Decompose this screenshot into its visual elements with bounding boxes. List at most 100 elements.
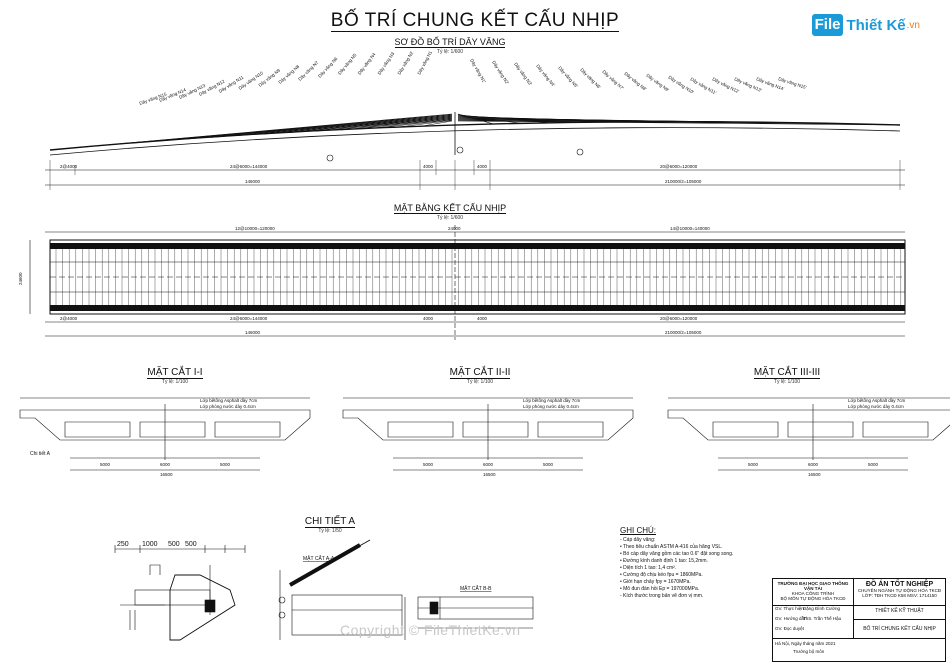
- detail-sub-aa: MẶT CẮT A-A: [303, 554, 335, 562]
- plan-dim-label: 12@10000=120000: [235, 226, 275, 231]
- plan-width-label: 24600: [18, 272, 23, 285]
- dim-label: 4000: [423, 164, 434, 169]
- notes-line: • Giới hạn chảy fpy = 1670MPa.: [620, 579, 691, 585]
- section-note: Lớp bêtông Asphalt dày 7cm: [848, 398, 905, 403]
- callout-detail-a: Chi tiết A: [30, 451, 51, 457]
- logo-tld: .vn: [906, 19, 920, 31]
- drawing-name: BỐ TRÍ CHUNG KẾT CẤU NHỊP: [854, 620, 945, 639]
- notes-line: • Đường kính danh định 1 tao: 15,2mm.: [620, 558, 708, 564]
- design-label: THIẾT KẾ KỸ THUẬT: [854, 604, 945, 620]
- logo-mark: File: [811, 14, 844, 36]
- plan-dim-label: 146000: [245, 330, 261, 335]
- cable-label: Dây văng N1: [416, 50, 433, 76]
- section-note: Lớp bêtông Asphalt dày 7cm: [523, 398, 580, 403]
- cable-label: Dây văng N4: [357, 51, 377, 75]
- section-1-title: MẶT CẮT I-I: [147, 367, 203, 379]
- role-label: GV. Đọc duyệt: [775, 626, 804, 631]
- section-dim: 5000: [868, 462, 879, 467]
- cable-line: [457, 120, 901, 126]
- cable-label: Dây văng N4': [535, 63, 556, 87]
- plan-dim-label: 2@4000: [60, 316, 78, 321]
- section-dim: 5000: [100, 462, 111, 467]
- section-outline: [342, 409, 634, 441]
- copyright-watermark: Copyright © FileThietKe.vn: [340, 622, 521, 638]
- cable-label: Dây văng N3': [513, 62, 533, 87]
- plan-dim-label: 20@6000=120000: [660, 316, 698, 321]
- cable-label: Dây văng N6': [579, 67, 602, 90]
- section-3-scale: Tỷ lệ: 1/100: [773, 379, 801, 385]
- section-note: Lớp phòng nước dày 0.4cm: [200, 404, 256, 409]
- detail-dim: 250: [117, 541, 129, 548]
- cable-label: Dây văng N5: [337, 52, 358, 76]
- detail-a-drawing: [114, 545, 246, 641]
- notes-panel: GHI CHÚ: - Cáp dây văng: • Theo tiêu chu…: [620, 527, 770, 600]
- stamp-label: Trưởng bộ môn: [793, 649, 825, 654]
- cable-label: Dây văng N6: [317, 56, 339, 79]
- notes-line: • Bó cáp dây văng gồm các tao 0.6" đặt s…: [620, 551, 734, 557]
- section-outline: [387, 421, 454, 438]
- drawing-date: Hà Nội, Ngày tháng năm 2021: [775, 641, 836, 646]
- section-outline: [462, 421, 529, 438]
- class-name: LỚP: TĐH TKCĐ K58: [862, 593, 906, 598]
- major-name: CHUYÊN NGÀNH TỰ ĐỘNG HÓA TKCĐ: [857, 588, 942, 593]
- detail-sub-bb: MẶT CẮT B-B: [460, 584, 492, 592]
- notes-heading: GHI CHÚ:: [620, 526, 656, 535]
- detail-scale: Tỷ lệ: 1/50: [318, 528, 342, 534]
- cable-label: Dây văng N2': [491, 60, 510, 85]
- dim-label: 210000/2=105000: [665, 179, 702, 184]
- section-dim: 5000: [543, 462, 554, 467]
- cable-diagram-scale: Tỷ lệ: 1/600: [436, 49, 464, 55]
- cable-diagram-title: SƠ ĐỒ BỐ TRÍ DÂY VĂNG: [394, 37, 506, 48]
- notes-line: • Mô đun đàn hồi Ep = 197000MPa.: [620, 586, 700, 592]
- section-dim: 16500: [808, 472, 821, 477]
- plan-scale: Tỷ lệ: 1/600: [436, 215, 464, 221]
- plan-dim-label: 24@6000=144000: [230, 316, 268, 321]
- plan-dim-label: 210000/2=105000: [665, 330, 702, 335]
- page-title: BỐ TRÍ CHUNG KẾT CẤU NHỊP: [330, 10, 620, 32]
- dim-label: 146000: [245, 179, 261, 184]
- dim-label: 20@6000=120000: [660, 164, 698, 169]
- section-dim: 16500: [160, 472, 173, 477]
- detail-dim: 1000: [142, 541, 158, 548]
- section-dim: 6000: [160, 462, 171, 467]
- section-outline: [712, 421, 779, 438]
- detail-dim: 500: [185, 541, 197, 548]
- section-note: Lớp phòng nước dày 0.4cm: [848, 404, 904, 409]
- detail-dim: 500: [168, 541, 180, 548]
- section-dim: 5000: [423, 462, 434, 467]
- role-name: Đặng Đình Cường: [803, 606, 840, 611]
- cable-label: Dây văng N8: [277, 64, 300, 85]
- section-outline: [787, 421, 854, 438]
- section-dim: 6000: [483, 462, 494, 467]
- section-dim: 6000: [808, 462, 819, 467]
- notes-line: • Cường độ chịu kéo fpu = 1860MPa.: [620, 572, 703, 578]
- cable-label: Dây văng N1': [469, 58, 487, 84]
- cross-section-3: [667, 397, 950, 471]
- plan-dim-label: 4000: [477, 316, 488, 321]
- dim-label: 2@4000: [60, 164, 78, 169]
- notes-line: - Kích thước trong bản vẽ đơn vị mm.: [620, 593, 704, 599]
- plan-title: MẶT BẰNG KẾT CẤU NHỊP: [393, 203, 507, 214]
- section-outline: [214, 421, 281, 438]
- school-name: TRƯỜNG ĐẠI HỌC GIAO THÔNG VẬN TẢI: [777, 581, 849, 591]
- cable-label: Dây văng N9': [645, 73, 670, 93]
- section-outline: [862, 421, 929, 438]
- section-outline: [19, 409, 311, 441]
- detail-section-bb: [404, 596, 534, 640]
- role-label: GV. Hướng dẫn: [775, 616, 807, 621]
- section-dim: 16500: [483, 472, 496, 477]
- plan-dim-label: 24000: [448, 226, 461, 231]
- section-3-title: MẶT CẮT III-III: [753, 367, 821, 379]
- detail-title: CHI TIẾT A: [304, 516, 356, 528]
- section-dim: 5000: [748, 462, 759, 467]
- plan-dim-label: 14@10000=140000: [670, 226, 710, 231]
- dim-label: 24@6000=144000: [230, 164, 268, 169]
- brand-logo[interactable]: File Thiết Kế .vn: [811, 12, 920, 38]
- cable-label: Dây văng N7: [297, 60, 320, 82]
- section-outline: [64, 421, 131, 438]
- section-1-scale: Tỷ lệ: 1/100: [161, 379, 189, 385]
- section-note: Lớp phòng nước dày 0.4cm: [523, 404, 579, 409]
- section-2-scale: Tỷ lệ: 1/100: [466, 379, 494, 385]
- faculty-name: KHOA CÔNG TRÌNH: [791, 591, 835, 596]
